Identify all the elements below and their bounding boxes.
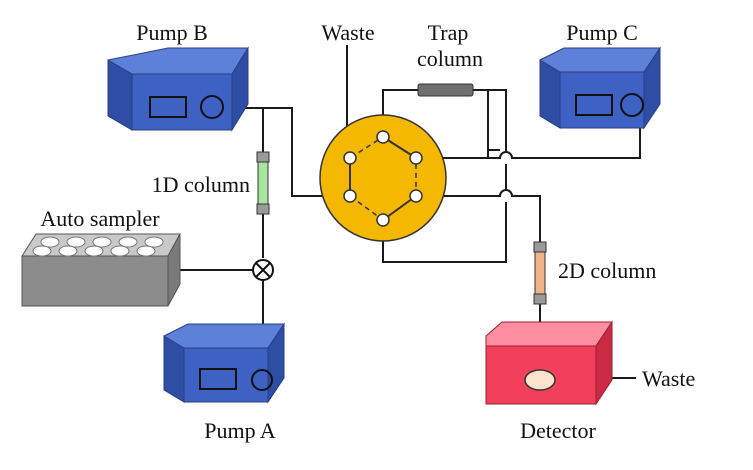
tube-valve-to-2d-column bbox=[416, 189, 541, 242]
auto-sampler-side bbox=[167, 233, 181, 307]
column-1d-top-fitting bbox=[256, 151, 270, 163]
valve-port-1 bbox=[376, 130, 390, 144]
pump-a bbox=[163, 322, 285, 404]
tube-trap-right bbox=[473, 89, 500, 151]
label-waste-top: Waste bbox=[321, 20, 374, 45]
column-1d-bottom-fitting bbox=[256, 203, 270, 215]
label-pump-c: Pump C bbox=[566, 20, 638, 45]
valve-port-2 bbox=[409, 151, 423, 165]
valve-port-4 bbox=[376, 213, 390, 227]
detector-flow-cell bbox=[524, 369, 556, 391]
auto-sampler bbox=[21, 233, 181, 307]
pump-a-knob bbox=[251, 369, 273, 391]
pump-c-front bbox=[559, 71, 645, 129]
label-detector: Detector bbox=[520, 418, 596, 443]
pump-b bbox=[107, 46, 249, 132]
valve-port-5 bbox=[343, 189, 357, 203]
pump-c bbox=[539, 46, 661, 130]
six-port-valve bbox=[319, 114, 447, 242]
tube-valve-to-pumpc bbox=[416, 107, 641, 159]
column-2d-body bbox=[534, 251, 546, 295]
column-1d-body bbox=[257, 161, 269, 205]
valve-ports bbox=[343, 130, 423, 227]
valve-port-6 bbox=[343, 151, 357, 165]
pump-c-left-side bbox=[539, 59, 561, 129]
pump-a-left-side bbox=[163, 335, 185, 403]
label-2d-column: 2D column bbox=[558, 258, 656, 283]
pump-b-display bbox=[149, 96, 187, 118]
label-1d-column: 1D column bbox=[152, 172, 250, 197]
trap-column bbox=[417, 83, 474, 97]
column-2d-bottom-fitting bbox=[533, 293, 547, 305]
label-auto-sampler: Auto sampler bbox=[40, 206, 160, 231]
pump-c-display bbox=[575, 94, 613, 116]
pump-a-front bbox=[183, 347, 269, 403]
label-trap: Trap bbox=[428, 20, 469, 45]
mixing-tee bbox=[252, 259, 274, 281]
pump-c-top bbox=[539, 47, 661, 73]
valve-body bbox=[319, 114, 447, 242]
pump-a-top bbox=[163, 323, 285, 349]
pump-a-display bbox=[199, 368, 237, 390]
pump-b-top bbox=[107, 47, 249, 75]
valve-port-3 bbox=[409, 189, 423, 203]
detector bbox=[485, 320, 613, 406]
column-2d bbox=[533, 241, 547, 305]
pump-c-right-side bbox=[643, 46, 661, 130]
label-trap-column: column bbox=[417, 46, 483, 71]
pump-b-front bbox=[131, 73, 233, 131]
tube-pumpb-to-valve bbox=[224, 107, 345, 197]
column-2d-top-fitting bbox=[533, 241, 547, 253]
pump-b-right-side bbox=[231, 46, 249, 132]
tube-loop-to-trap bbox=[488, 89, 507, 152]
auto-sampler-front bbox=[21, 255, 169, 307]
mixing-tee-cross-icon bbox=[255, 262, 271, 278]
auto-sampler-vials bbox=[32, 236, 164, 257]
label-pump-b: Pump B bbox=[136, 20, 208, 45]
detector-top bbox=[485, 321, 613, 347]
column-1d bbox=[256, 151, 270, 215]
label-pump-a: Pump A bbox=[204, 418, 276, 443]
pump-c-knob bbox=[620, 93, 644, 117]
label-waste-right: Waste bbox=[642, 366, 695, 391]
detector-side bbox=[595, 320, 613, 406]
pump-b-knob bbox=[200, 95, 224, 119]
